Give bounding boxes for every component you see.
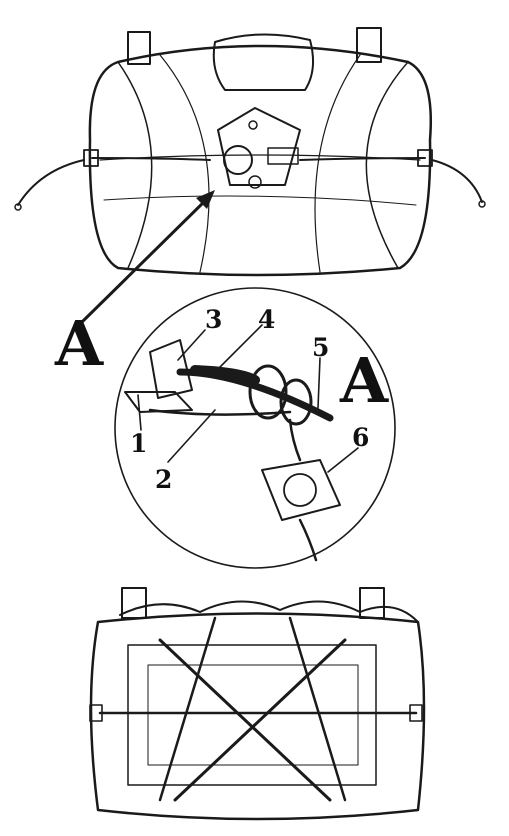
part-label-2: 2 xyxy=(155,465,172,494)
inset-label-a: A xyxy=(339,344,389,417)
top-pack-view xyxy=(14,27,486,277)
part-label-4: 4 xyxy=(258,305,275,334)
part-label-3: 3 xyxy=(205,305,222,334)
part-label-1: 1 xyxy=(130,429,147,458)
part-label-5: 5 xyxy=(312,333,329,362)
callout-arrow xyxy=(80,190,215,324)
callout-label-a: A xyxy=(54,307,104,380)
part-leaders xyxy=(137,324,359,473)
bottom-pack-view xyxy=(89,587,426,821)
part-label-6: 6 xyxy=(352,423,369,452)
detail-inset xyxy=(114,287,396,569)
